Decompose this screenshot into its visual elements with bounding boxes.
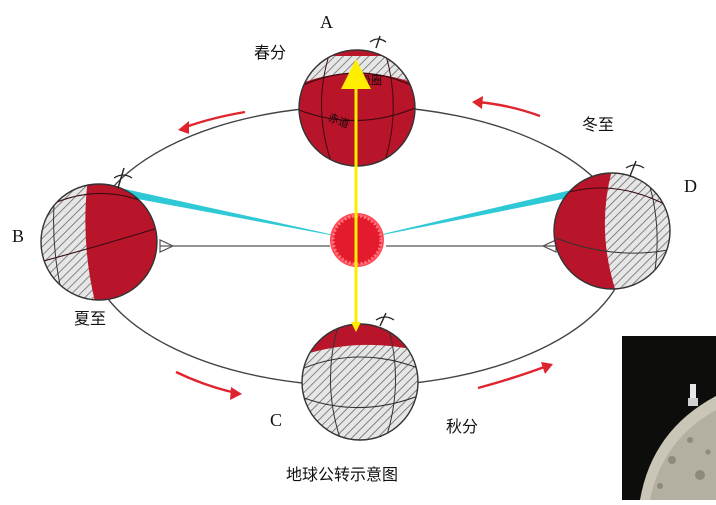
direction-arrow-top-left [182,110,246,130]
direction-arrow-top-right [477,100,541,118]
ray-to-B [125,189,357,240]
term-label-spring-equinox: 春分 [254,43,286,62]
direction-arrow-bottom-right [477,364,548,390]
position-letter-C: C [270,410,282,430]
globe-label-arctic-circle: 极圈 [360,73,382,87]
position-letter-B: B [12,226,24,246]
globe-D [553,160,671,290]
orbit-direction-arrows [175,96,553,400]
term-label-autumn-equinox: 秋分 [446,417,478,436]
diagram-caption: 地球公转示意图 [286,465,398,484]
direction-arrow-bottom-left [175,370,237,395]
inset-photo [622,336,716,500]
position-letter-D: D [684,176,697,196]
axis-arrow [341,59,371,332]
position-letter-A: A [320,12,333,32]
term-label-winter-solstice: 冬至 [582,115,614,134]
light-rays [125,176,633,240]
globe-B [40,167,158,301]
globe-C [301,312,419,441]
ray-to-D [357,176,633,240]
term-label-summer-solstice: 夏至 [74,309,106,328]
